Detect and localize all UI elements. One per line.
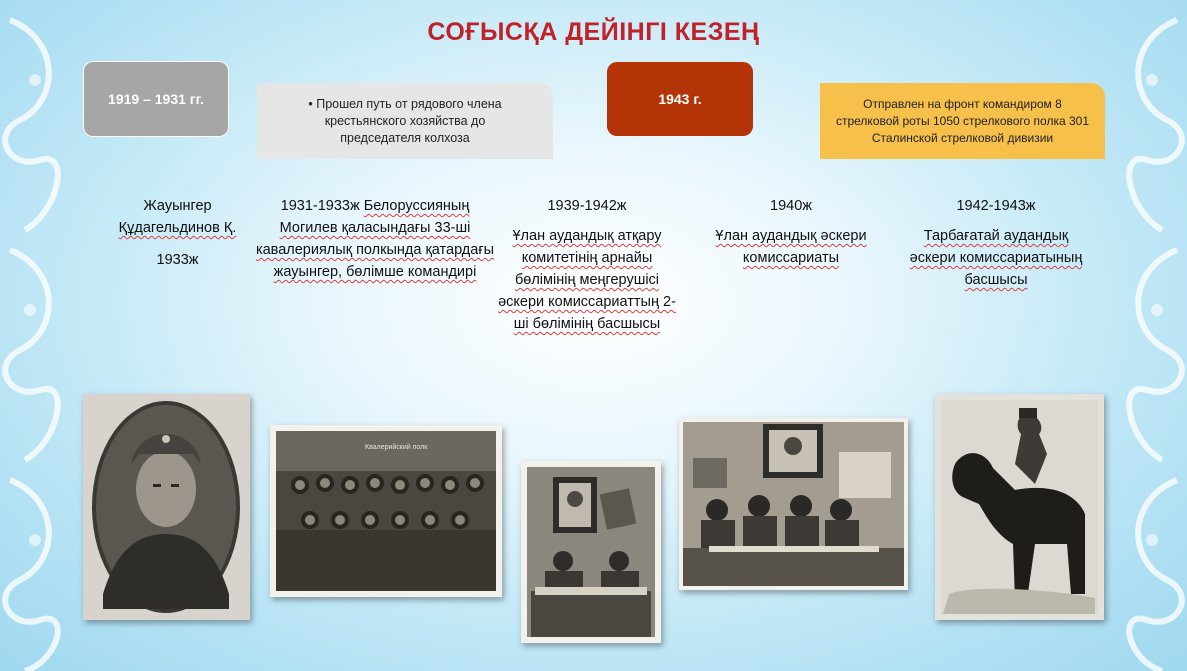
column-line: Жауынгер bbox=[143, 198, 212, 214]
column-year: 1939-1942ж bbox=[547, 198, 627, 214]
date-label: 1943 г. bbox=[658, 91, 702, 107]
date-box-1919-1931: 1919 – 1931 гг. bbox=[83, 61, 229, 137]
note-box-collective-farm: • Прошел путь от рядового члена крестьян… bbox=[257, 83, 553, 159]
column-body: Тарбағатай аудандық әскери комиссариатын… bbox=[909, 228, 1083, 288]
right-ornament bbox=[1126, 17, 1185, 671]
group-photo-caption: Квалерийский полк bbox=[365, 443, 428, 451]
column-body: Ұлан аудандық әскери комиссариаты bbox=[715, 228, 867, 266]
column-body: Ұлан аудандық атқару комитетінің арнайы … bbox=[498, 228, 676, 332]
portrait-photo bbox=[83, 394, 250, 620]
column-year: 1933ж bbox=[156, 252, 199, 268]
page-title: СОҒЫСҚА ДЕЙІНГІ КЕЗЕҢ bbox=[427, 18, 760, 46]
column-text: 1931-1933ж Белоруссияның Могилев қаласын… bbox=[255, 195, 495, 283]
column-year: 1931-1933ж bbox=[280, 198, 360, 214]
date-label: 1919 – 1931 гг. bbox=[108, 91, 204, 107]
date-box-1943: 1943 г. bbox=[607, 62, 753, 136]
cavalry-group-photo: Квалерийский полк bbox=[270, 425, 502, 597]
column-soldier: Жауынгер Құдагельдинов Қ. 1933ж bbox=[95, 195, 260, 271]
column-body: Белоруссияның Могилев қаласындағы 33-ші … bbox=[255, 198, 495, 280]
column-ulan-committee: 1939-1942ж Ұлан аудандық атқару комитеті… bbox=[497, 195, 677, 335]
column-name: Құдагельдинов Қ. bbox=[118, 220, 237, 236]
column-ulan-commissariat: 1940ж Ұлан аудандық әскери комиссариаты bbox=[700, 195, 882, 269]
note-text: • Прошел путь от рядового члена крестьян… bbox=[308, 96, 502, 145]
column-year: 1940ж bbox=[770, 198, 812, 214]
horseman-photo bbox=[935, 394, 1104, 620]
note-text: Отправлен на фронт командиром 8 стрелков… bbox=[835, 96, 1090, 145]
left-ornament bbox=[2, 17, 61, 671]
column-year: 1942-1943ж bbox=[956, 198, 1036, 214]
commissariat-meeting-photo bbox=[679, 418, 908, 590]
note-box-front: Отправлен на фронт командиром 8 стрелков… bbox=[820, 83, 1105, 159]
column-mogilev: 1931-1933ж Белоруссияның Могилев қаласын… bbox=[255, 195, 495, 283]
office-desk-photo bbox=[521, 461, 661, 643]
column-tarbagatai: 1942-1943ж Тарбағатай аудандық әскери ко… bbox=[905, 195, 1087, 291]
